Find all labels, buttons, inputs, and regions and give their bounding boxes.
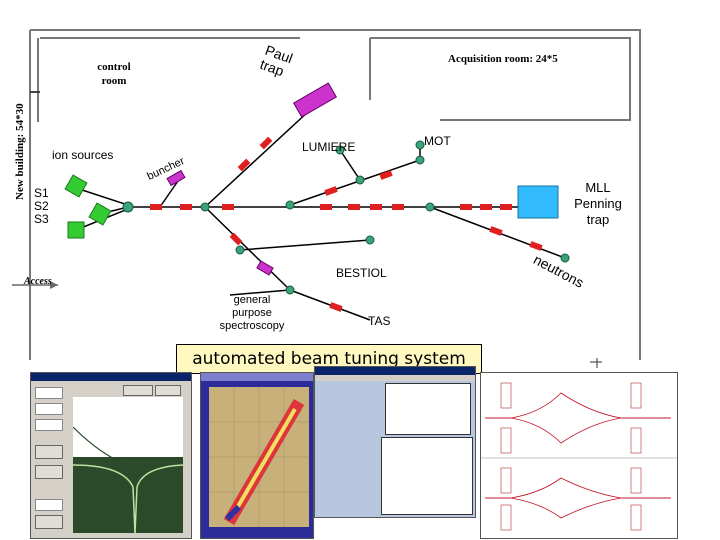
mll-trap-label: MLL Penning trap xyxy=(568,180,628,228)
access-label: Access xyxy=(24,276,52,287)
gps-label: general purpose spectroscopy xyxy=(212,294,292,333)
building-label: New building: 54*30 xyxy=(14,103,26,200)
outer-wall xyxy=(30,29,641,360)
param-list xyxy=(381,437,473,515)
mll-line-1: MLL xyxy=(585,180,611,195)
gps-line-1: general xyxy=(233,294,271,306)
top-buttons xyxy=(123,385,183,396)
beam-plot xyxy=(73,397,183,533)
line-to-lumiere xyxy=(339,149,361,181)
line-to-paul-trap xyxy=(204,109,311,208)
source-s2 xyxy=(88,202,112,226)
gps-buncher-block xyxy=(256,260,274,276)
line-to-tas xyxy=(289,289,371,321)
quadrupoles xyxy=(150,136,543,312)
source-s1 xyxy=(64,174,88,198)
tas-label: TAS xyxy=(368,314,391,328)
lumiere-label: LUMIERE xyxy=(302,140,356,154)
paul-trap-block xyxy=(292,82,338,118)
sources xyxy=(64,174,112,239)
bestiol-label: BESTIOL xyxy=(336,266,387,280)
window-title-bar xyxy=(31,373,191,381)
mll-trap-block xyxy=(517,185,559,219)
mll-line-2: Penning xyxy=(574,196,622,211)
envelope-plot-window xyxy=(480,372,678,539)
source-s3-label: S3 xyxy=(34,212,49,226)
control-column xyxy=(35,387,63,533)
line-to-bestiol xyxy=(239,239,371,251)
menu-bar xyxy=(315,375,475,381)
beamline-diagram xyxy=(64,82,570,321)
line-to-buncher xyxy=(159,177,181,208)
source-s2-label: S2 xyxy=(34,199,49,213)
scatter-plot xyxy=(209,387,309,527)
line-down-left xyxy=(204,206,291,291)
source-s3 xyxy=(67,221,85,239)
gps-line-3: spectroscopy xyxy=(219,320,285,332)
scatter-title-bar xyxy=(201,373,313,381)
line-up-right xyxy=(289,159,421,206)
parameters-title-bar xyxy=(315,367,475,375)
acquisition-room-label: Acquisition room: 24*5 xyxy=(448,53,558,65)
mll-line-3: trap xyxy=(586,212,610,227)
source-s1-label: S1 xyxy=(34,186,49,200)
ion-sources-label: ion sources xyxy=(52,148,114,162)
buncher-block xyxy=(166,169,186,187)
junction-nodes xyxy=(122,140,570,295)
control-room-label: control room xyxy=(97,61,131,87)
line-s1 xyxy=(75,187,129,206)
mot-label: MOT xyxy=(424,134,451,148)
beam-sources-window xyxy=(30,372,192,539)
param-table xyxy=(385,383,471,435)
envelope-plot xyxy=(481,382,677,531)
scatter-plot-window xyxy=(200,372,314,539)
acquisition-room-wall xyxy=(370,37,631,121)
line-to-gps xyxy=(229,289,291,296)
parameters-window xyxy=(314,366,476,518)
gps-line-2: purpose xyxy=(232,307,272,319)
